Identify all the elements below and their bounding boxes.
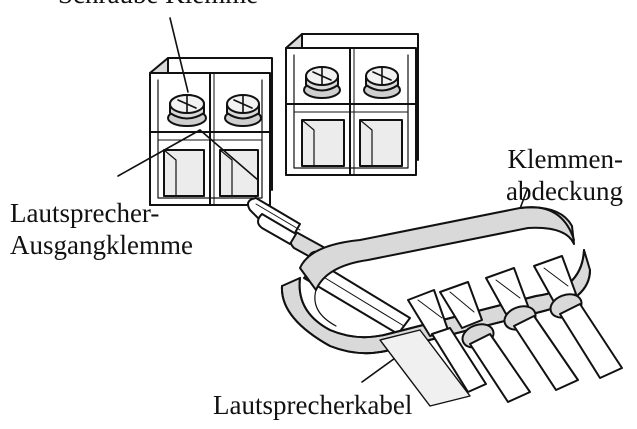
right-screw-2 (363, 66, 401, 99)
terminal-cover-label: Klemmen- abdeckung (506, 143, 623, 207)
terminal-cover-label-line-2: abdeckung (506, 176, 623, 206)
speaker-output-terminal-label-line-2: Ausgangklemme (10, 230, 193, 260)
speaker-output-terminal-label-line-1: Lautsprecher- (10, 198, 160, 228)
speaker-cables (379, 255, 623, 407)
leader-top-screw (169, 17, 189, 93)
right-screw-1 (303, 66, 341, 99)
left-terminal-block (149, 57, 273, 206)
cable-end-1 (407, 289, 487, 393)
cable-end-3 (485, 267, 579, 391)
speaker-output-terminal-label: Lautsprecher- Ausgangklemme (10, 197, 193, 261)
terminal-cover-label-line-1: Klemmen- (507, 144, 623, 174)
left-screw-2 (224, 94, 262, 127)
cable-end-2 (439, 281, 531, 403)
left-screw-1 (167, 94, 207, 127)
leader-output-terminal (117, 129, 201, 177)
screw-clamp-label: Schraube Klemme (58, 0, 258, 10)
right-terminal-block (285, 33, 419, 176)
cable-end-4 (533, 255, 623, 379)
leader-output-terminal-2 (199, 129, 259, 181)
speaker-cable-label: Lautsprecherkabel (213, 390, 413, 420)
